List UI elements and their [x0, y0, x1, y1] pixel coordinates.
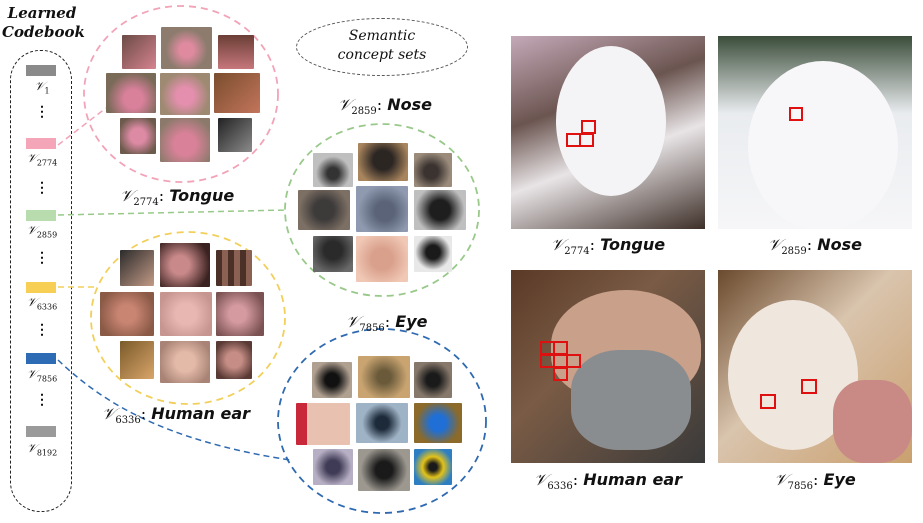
photo-human-ear	[511, 270, 705, 463]
eye-thumb	[414, 362, 452, 398]
highlight-box	[553, 341, 568, 355]
connector-tongue	[57, 107, 107, 146]
ear-set-title: 𝒱6336: Human ear	[102, 404, 251, 427]
codebook-ellipsis: ⋮	[35, 250, 49, 266]
nose-thumb	[356, 236, 408, 282]
ear-thumb	[160, 243, 210, 287]
code-entry-2859-label: 𝒱2859	[26, 223, 58, 240]
connector-eye	[57, 359, 291, 461]
code-entry-1-bar	[26, 65, 56, 76]
code-entry-8192-label: 𝒱8192	[26, 441, 58, 458]
code-entry-8192-bar	[26, 426, 56, 437]
nose-thumb	[414, 153, 452, 187]
codebook-ellipsis: ⋮	[35, 392, 49, 408]
tongue-thumb	[218, 35, 254, 69]
codebook-title: Learned Codebook	[2, 4, 85, 42]
tongue-thumb	[160, 73, 210, 115]
code-entry-7856-label: 𝒱7856	[26, 367, 58, 384]
semantic-label-line1: Semantic	[348, 28, 416, 44]
code-entry-7856-bar	[26, 353, 56, 364]
tongue-thumb	[120, 118, 156, 154]
caption-tongue: 𝒱2774: Tongue	[550, 235, 666, 258]
code-entry-2774-bar	[26, 138, 56, 149]
eye-set-circle	[277, 328, 487, 514]
nose-thumb	[356, 186, 408, 232]
dog-body-shape	[748, 61, 898, 229]
photo-dog-tongue	[511, 36, 705, 229]
photo-dog-nose	[718, 36, 912, 229]
code-entry-2859-bar	[26, 210, 56, 221]
eye-thumb	[356, 403, 408, 443]
tongue-thumb	[160, 118, 210, 162]
code-entry-1-label: 𝒱1	[34, 79, 50, 96]
eye-thumb	[414, 403, 462, 443]
code-entry-6336-label: 𝒱6336	[26, 295, 58, 312]
highlight-box	[760, 394, 776, 409]
caption-nose: 𝒱2859: Nose	[767, 235, 863, 258]
tongue-thumb	[161, 27, 212, 69]
tongue-thumb	[218, 118, 252, 152]
tongue-thumb	[122, 35, 156, 69]
highlight-box	[801, 379, 817, 394]
tongue-set-title: 𝒱2774: Tongue	[120, 186, 235, 209]
codebook-ellipsis: ⋮	[35, 104, 49, 120]
code-entry-2774-label: 𝒱2774	[26, 151, 58, 168]
tongue-set-circle	[83, 5, 279, 183]
ear-thumb	[100, 292, 154, 336]
eye-thumb	[312, 362, 352, 398]
ear-thumb	[216, 341, 252, 379]
nose-set-circle	[284, 123, 480, 297]
codebook-title-line2: Codebook	[2, 23, 85, 41]
ear-set-circle	[90, 231, 286, 405]
codebook-ellipsis: ⋮	[35, 180, 49, 196]
highlight-box	[789, 107, 803, 121]
ear-thumb	[120, 341, 154, 379]
code-entry-6336-bar	[26, 282, 56, 293]
highlight-box	[579, 133, 594, 147]
codebook-title-line1: Learned	[7, 4, 77, 22]
highlight-box	[553, 367, 568, 381]
highlight-box	[566, 354, 581, 368]
pink-object-shape	[833, 380, 912, 463]
eye-thumb	[358, 449, 410, 491]
ear-thumb	[216, 292, 264, 336]
ear-thumb	[160, 341, 210, 383]
highlight-box	[581, 120, 596, 134]
nose-thumb	[313, 236, 353, 272]
ear-thumb	[120, 250, 154, 286]
connector-nose	[57, 209, 289, 216]
caption-eye: 𝒱7856: Eye	[774, 470, 856, 493]
nose-thumb	[313, 153, 353, 187]
tongue-thumb	[106, 73, 156, 113]
photo-cat-eye	[718, 270, 912, 463]
tongue-thumb	[214, 73, 260, 113]
nose-set-title: 𝒱2859: Nose	[338, 95, 433, 118]
eye-thumb	[296, 403, 350, 445]
codebook-column: 𝒱1 ⋮ 𝒱2774 ⋮ 𝒱2859 ⋮ 𝒱6336 ⋮ 𝒱7856 ⋮ 𝒱81…	[10, 50, 72, 512]
ear-thumb	[160, 292, 212, 336]
ear-thumb	[216, 250, 252, 286]
dog-head-shape	[556, 46, 666, 196]
mask-shape	[571, 350, 691, 450]
eye-thumb	[414, 449, 452, 485]
nose-thumb	[298, 190, 350, 230]
eye-thumb	[358, 356, 410, 398]
nose-thumb	[358, 143, 408, 181]
caption-human-ear: 𝒱6336: Human ear	[533, 470, 682, 493]
semantic-concept-sets-label: Semantic concept sets	[296, 18, 468, 76]
codebook-ellipsis: ⋮	[35, 322, 49, 338]
eye-set-title: 𝒱7856: Eye	[346, 312, 428, 335]
nose-thumb	[414, 236, 452, 272]
semantic-label-line2: concept sets	[337, 47, 427, 63]
nose-thumb	[414, 190, 466, 230]
eye-thumb	[313, 449, 353, 485]
